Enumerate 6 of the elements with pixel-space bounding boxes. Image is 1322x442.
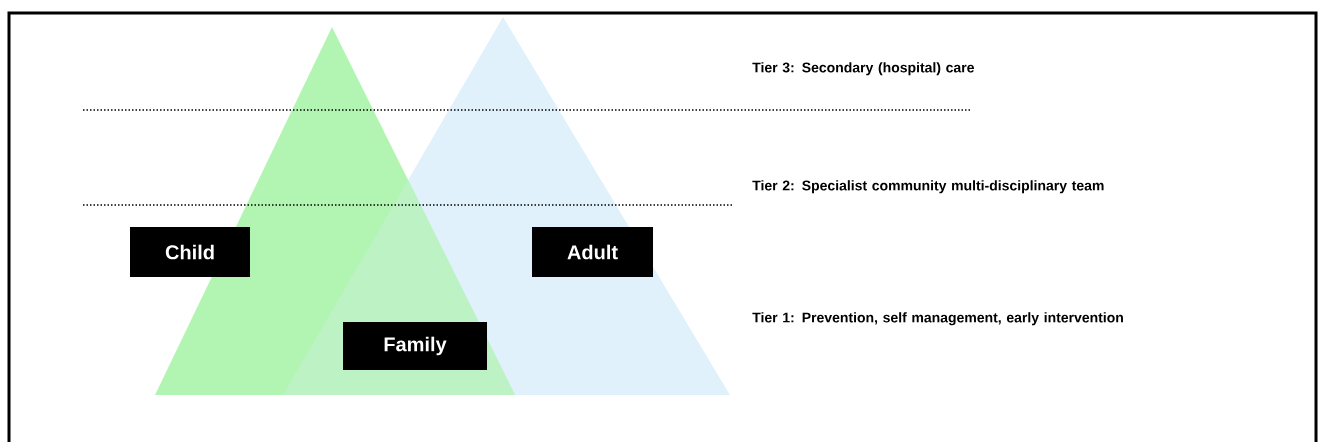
- label-box: Adult: [532, 227, 653, 277]
- tier-label: Tier 2: Specialist community multi-disciplinary team: [752, 180, 1104, 194]
- tier-label: Tier 3: Secondary (hospital) care: [752, 62, 974, 76]
- tier-label: Tier 1: Prevention, self management, early intervention: [752, 312, 1123, 326]
- label-box: Family: [343, 322, 487, 370]
- label-box: Child: [130, 227, 250, 277]
